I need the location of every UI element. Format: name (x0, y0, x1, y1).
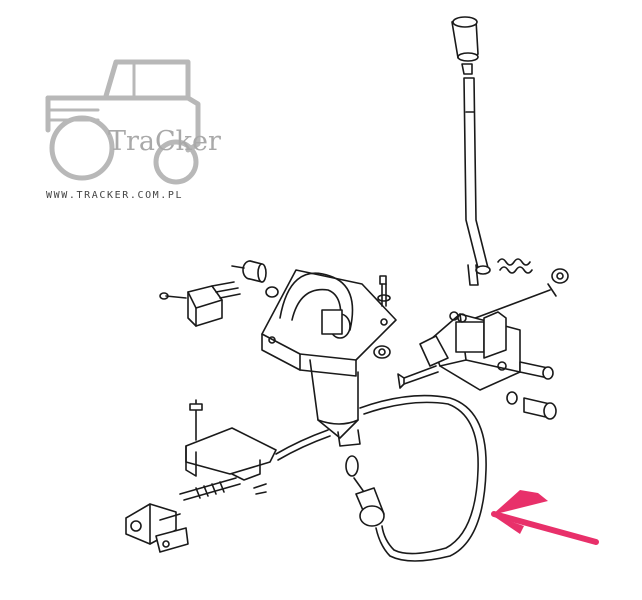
control-cable (179, 429, 331, 501)
pointer-arrow (491, 490, 599, 545)
clevis-pin (155, 527, 189, 553)
logo-url-text: WWW.TRACKER.COM.PL (46, 190, 184, 201)
bushing (231, 260, 267, 283)
lever-knob (451, 16, 479, 75)
tractor-logo (45, 59, 201, 185)
logo-brand-text: TraCker (108, 126, 221, 157)
spring (497, 258, 533, 274)
cable-bracket (185, 399, 277, 481)
flex-hose (345, 394, 487, 562)
shift-housing (261, 269, 397, 447)
lever-rod (463, 77, 491, 286)
lever-bracket (419, 311, 521, 391)
pin-upper (519, 361, 554, 380)
bracket-bolt (397, 365, 439, 389)
pin-lower (523, 397, 557, 420)
housing-bolt (377, 275, 391, 307)
side-switch (159, 281, 241, 327)
